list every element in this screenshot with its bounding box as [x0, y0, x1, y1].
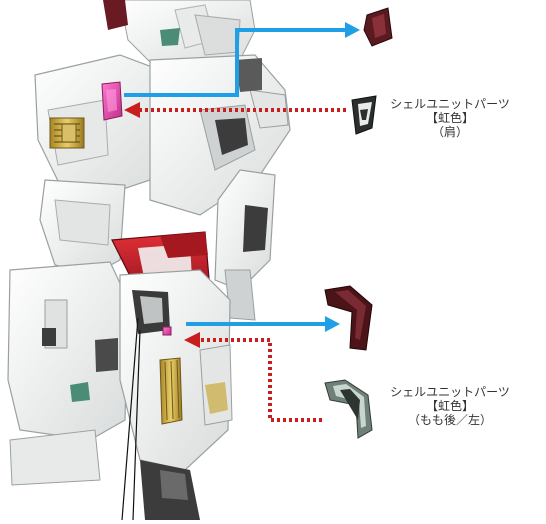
- callout-title: シェルユニットパーツ: [390, 385, 510, 399]
- callout-location: （もも後／左）: [407, 413, 492, 427]
- shell-part-dark-red-icon: [324, 285, 373, 351]
- callout-location: （肩）: [431, 125, 468, 139]
- shell-part-clear-icon: [351, 95, 377, 135]
- callout-color: 【虹色】: [425, 111, 474, 125]
- pointer-lines: [121, 317, 141, 521]
- arrows: [124, 22, 360, 422]
- forearm: [7, 179, 129, 486]
- shoulder-callout: シェルユニットパーツ 【虹色】 （肩）: [375, 97, 525, 139]
- shell-part-clear-icon: [324, 379, 373, 439]
- thigh-armor: [119, 269, 233, 520]
- callout-title: シェルユニットパーツ: [390, 97, 510, 111]
- shell-part-dark-red-icon: [363, 7, 393, 47]
- thigh-callout: シェルユニットパーツ 【虹色】 （もも後／左）: [375, 385, 525, 427]
- callout-color: 【虹色】: [425, 399, 474, 413]
- head: [103, 0, 256, 71]
